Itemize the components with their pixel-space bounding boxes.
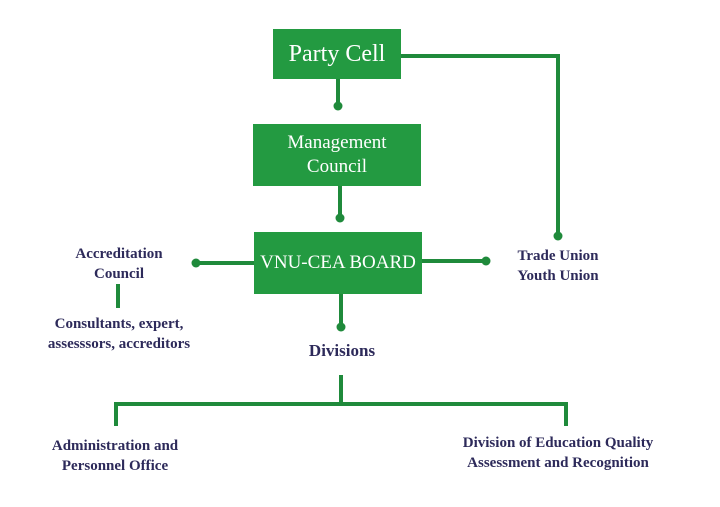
- management-council-box: Management Council: [253, 124, 421, 186]
- quality-division-label: Division of Education Quality Assessment…: [440, 433, 676, 473]
- unions-label: Trade Union Youth Union: [496, 246, 620, 286]
- board-box: VNU-CEA BOARD: [254, 232, 422, 294]
- consultants-line-1: Consultants, expert,: [54, 316, 184, 332]
- youth-union-label: Youth Union: [517, 268, 599, 284]
- connector-dot: [336, 322, 346, 332]
- trade-union-label: Trade Union: [517, 248, 599, 264]
- admin-office-line-1: Administration and: [51, 438, 179, 454]
- divisions-label: Divisions: [308, 341, 376, 360]
- board-label: VNU-CEA BOARD: [260, 252, 416, 273]
- party-cell-label: Party Cell: [288, 40, 386, 67]
- connector-dot: [191, 258, 201, 268]
- connector-party-unions: [396, 54, 560, 238]
- quality-division-line-2: Assessment and Recognition: [467, 455, 649, 471]
- management-council-line-2: Council: [306, 156, 368, 177]
- admin-office-label: Administration and Personnel Office: [26, 436, 204, 476]
- management-council-line-1: Management: [287, 132, 387, 153]
- connector-divisions-branch: [114, 402, 568, 426]
- accreditation-council-line-1: Accreditation: [75, 246, 163, 262]
- connector-dot: [481, 256, 491, 266]
- connector-dot: [333, 101, 343, 111]
- admin-office-line-2: Personnel Office: [61, 458, 169, 474]
- accreditation-council-label: Accreditation Council: [40, 244, 198, 284]
- quality-division-line-1: Division of Education Quality: [462, 435, 654, 451]
- consultants-line-2: assesssors, accreditors: [47, 336, 191, 352]
- accreditation-council-line-2: Council: [93, 266, 144, 282]
- consultants-label: Consultants, expert, assesssors, accredi…: [26, 314, 212, 354]
- connector-dot: [553, 231, 563, 241]
- party-cell-box: Party Cell: [273, 29, 401, 79]
- connector-dot: [335, 213, 345, 223]
